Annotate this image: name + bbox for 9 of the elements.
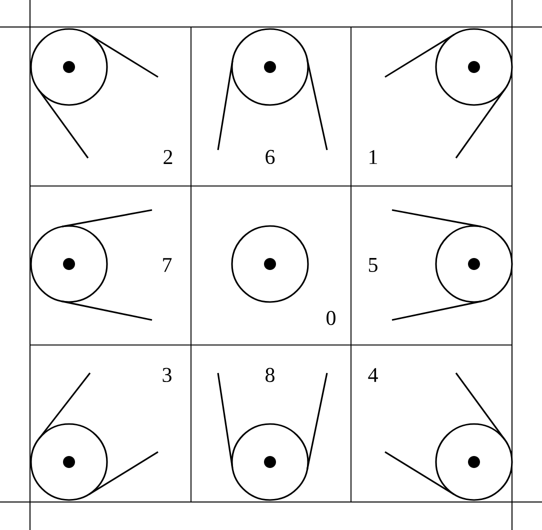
grid-cell: 1: [350, 26, 512, 186]
grid-cell: 3: [30, 344, 192, 502]
grid-cell: 8: [190, 344, 352, 502]
grid-cell: 4: [350, 344, 512, 502]
grid-cell: 5: [350, 186, 512, 346]
grid-cell: 0: [190, 186, 352, 346]
grid-cell: 2: [30, 26, 192, 186]
grid-cell: 7: [30, 186, 192, 346]
grid-cell: 6: [190, 26, 352, 186]
